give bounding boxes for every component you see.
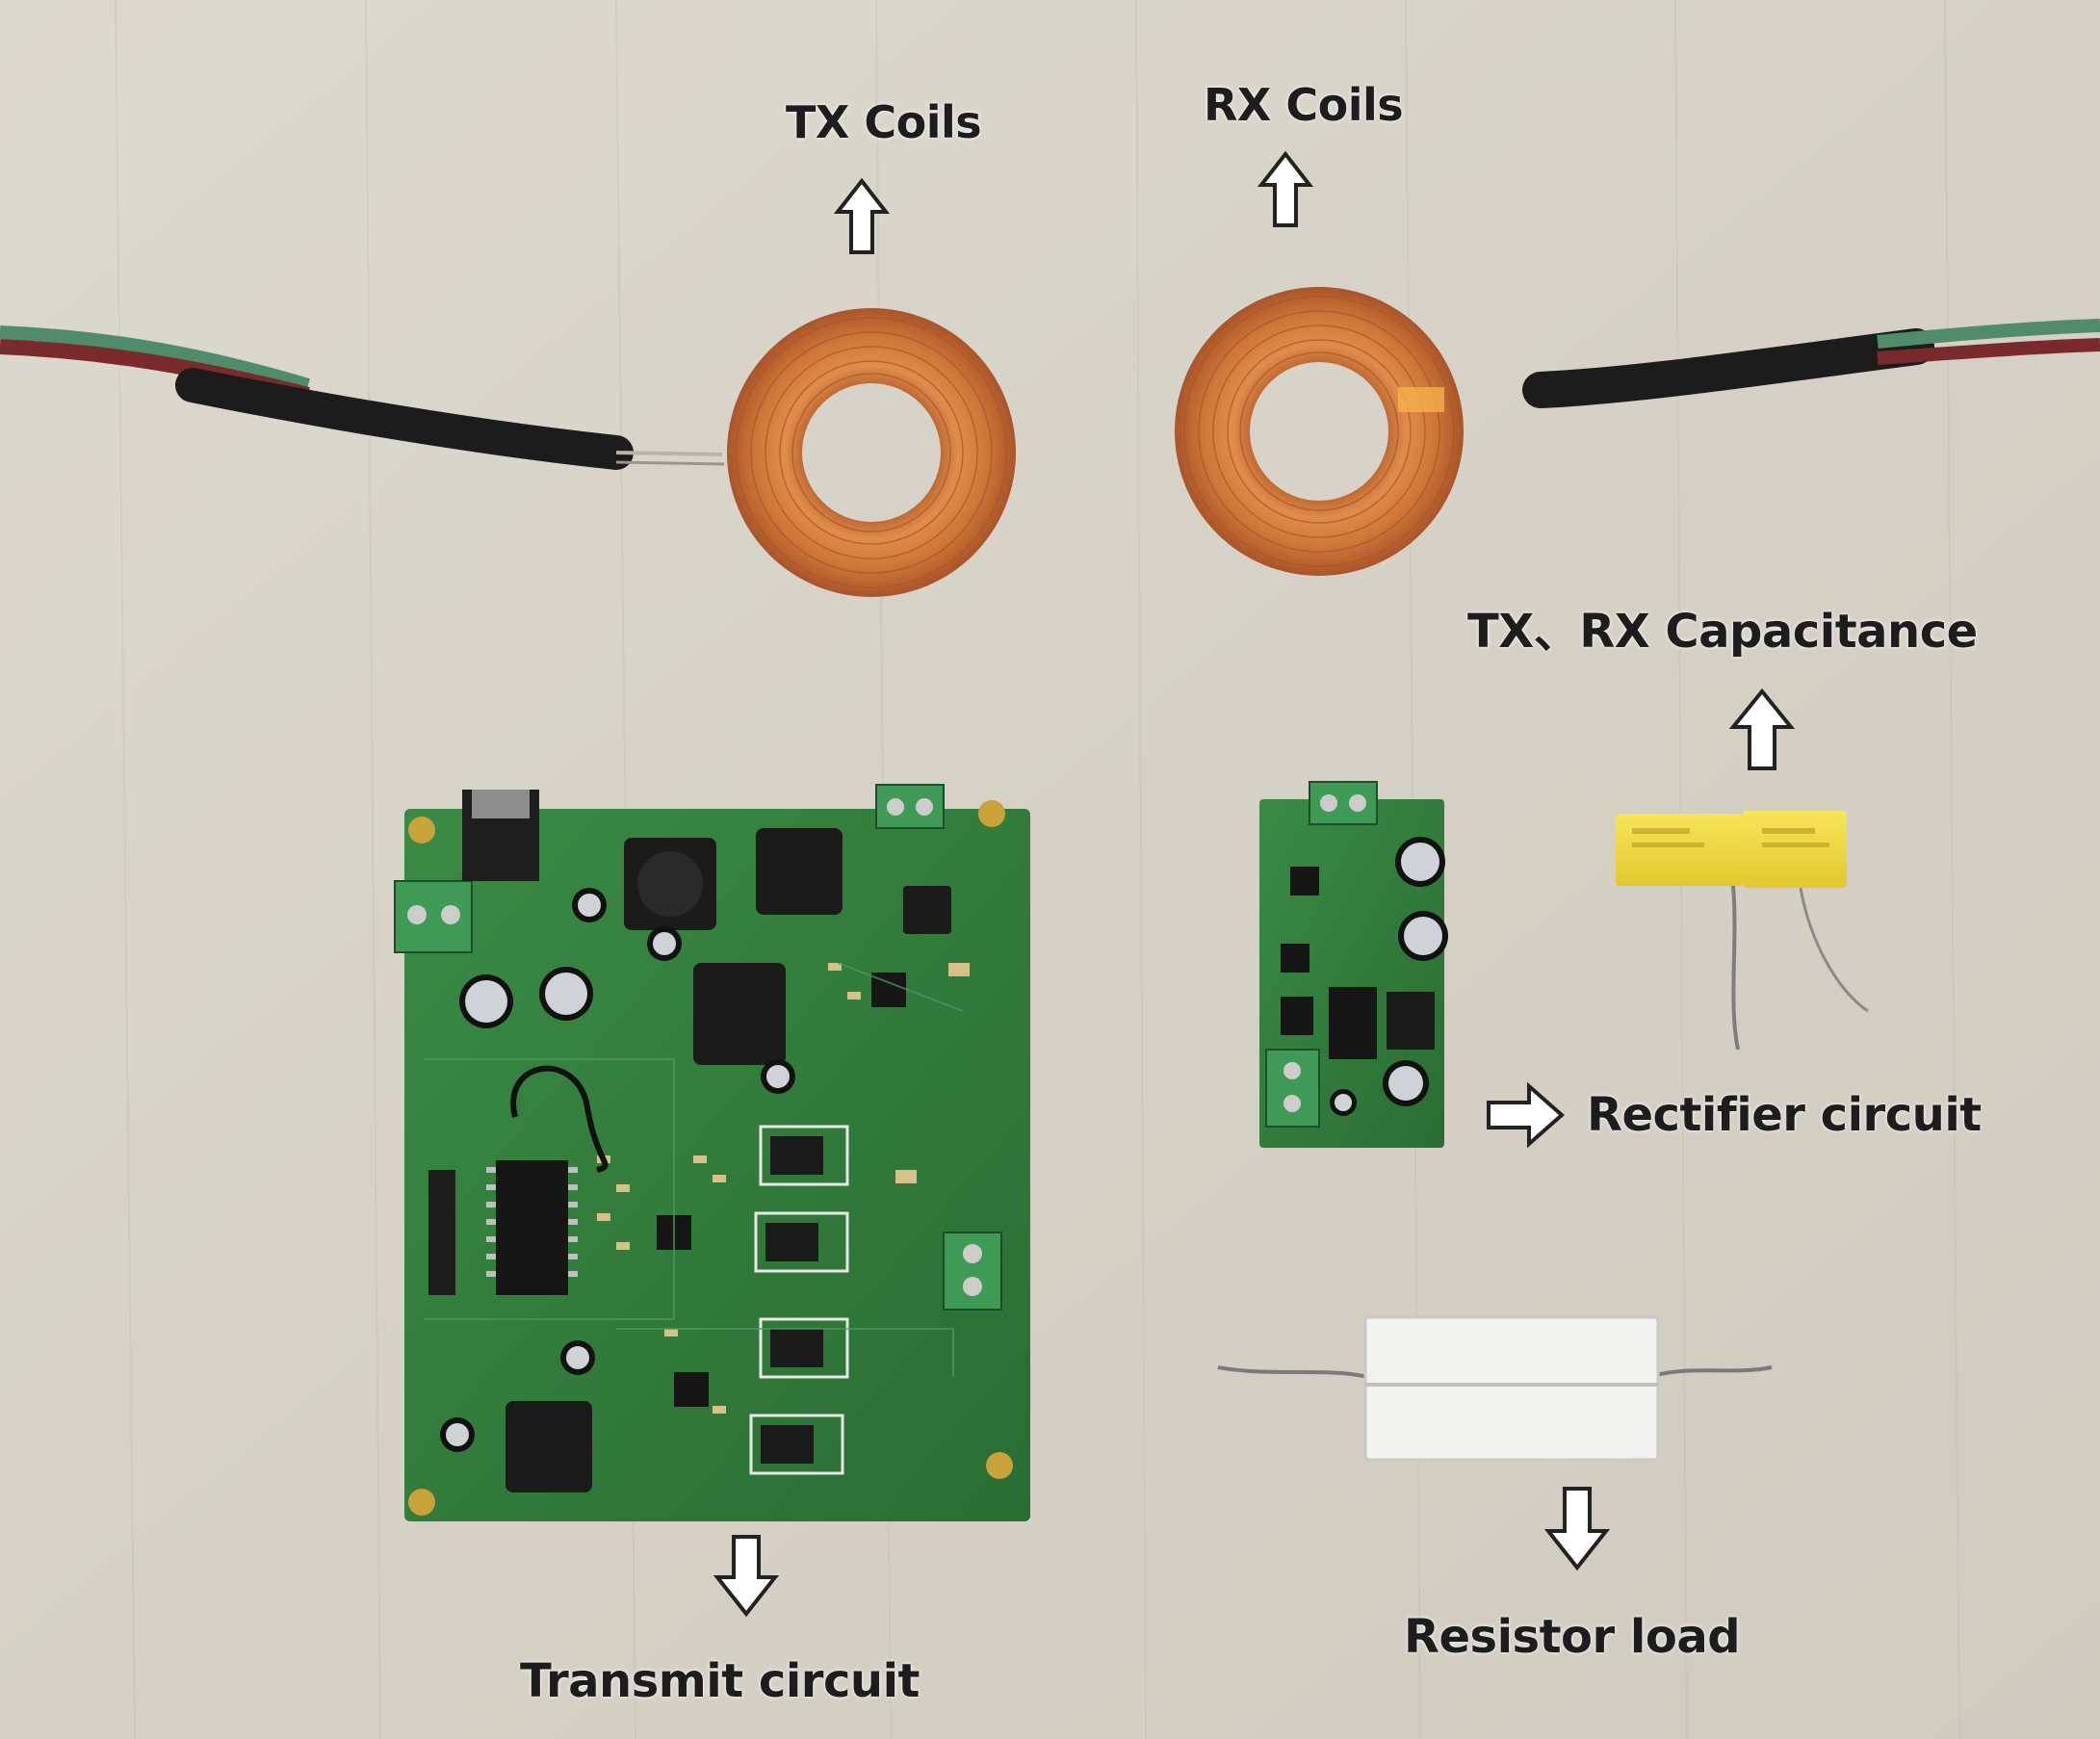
rx-coil xyxy=(1175,287,1464,576)
rx-coils-label: RX Coils xyxy=(1204,79,1404,131)
transmit-pcb xyxy=(394,784,1030,1521)
tx-rx-capacitors xyxy=(1616,811,1869,1051)
resistor-load xyxy=(1217,1315,1773,1462)
transmit-label: Transmit circuit xyxy=(520,1654,920,1708)
tx-coils-label: TX Coils xyxy=(786,96,982,148)
resistor-label: Resistor load xyxy=(1404,1610,1741,1664)
rectifier-label: Rectifier circuit xyxy=(1587,1088,1982,1142)
rectifier-pcb xyxy=(1259,781,1448,1148)
arrow-up-rx xyxy=(1257,150,1314,227)
arrow-down-resistor xyxy=(1543,1487,1611,1571)
arrow-up-capacitance xyxy=(1728,688,1796,770)
tx-coil xyxy=(727,308,1016,597)
rx-cable xyxy=(1522,319,2100,408)
tx-cable xyxy=(0,325,725,470)
arrow-right-rectifier xyxy=(1487,1081,1566,1149)
arrow-up-tx xyxy=(833,177,891,254)
capacitance-label: TX、RX Capacitance xyxy=(1467,605,1978,659)
arrow-down-transmit xyxy=(713,1535,780,1618)
